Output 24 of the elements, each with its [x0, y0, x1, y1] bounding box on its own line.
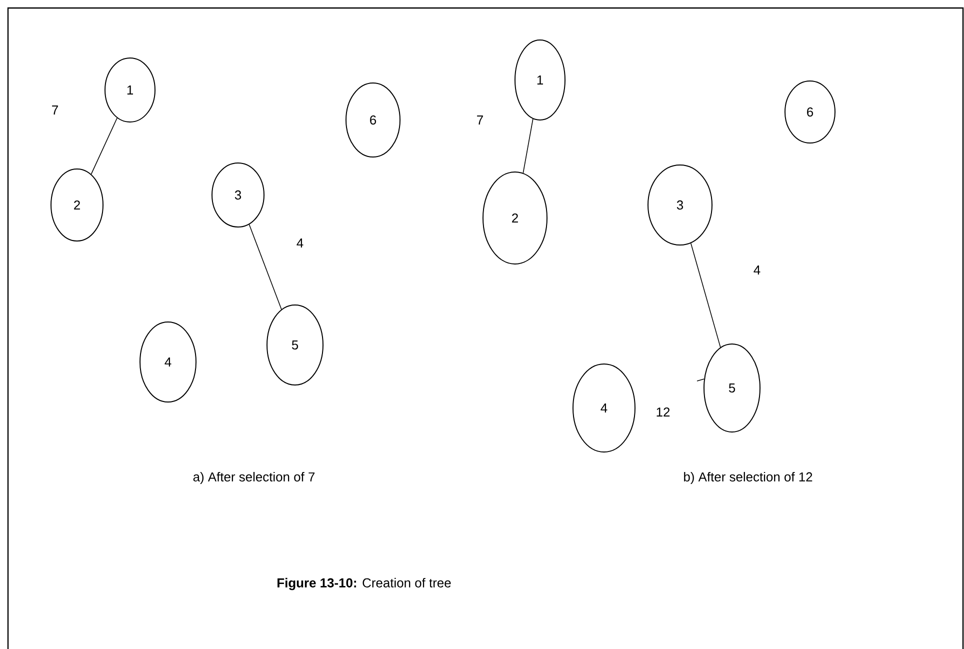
circle-node: 2	[50, 168, 104, 242]
circle-node: 1	[514, 40, 566, 120]
edge-line	[690, 242, 721, 348]
circle-node: 6	[346, 82, 400, 158]
edge-label: 4	[295, 238, 305, 248]
label: a) After selection of 7	[193, 472, 315, 484]
edge-label: 7	[50, 104, 60, 116]
circle-node: 2	[482, 172, 548, 264]
circle-node: 3	[212, 162, 264, 228]
edge-label: 4	[752, 264, 762, 276]
edge-label: 7	[475, 114, 485, 126]
circle-node: 6	[784, 80, 836, 144]
label: 12	[656, 407, 670, 417]
circle-node: 4	[572, 364, 636, 452]
edge-line	[248, 224, 282, 310]
label: b) After selection of 12	[684, 472, 812, 484]
circle-node: 4	[140, 322, 196, 402]
circle-node: 3	[648, 164, 712, 246]
circle-node: 5	[704, 344, 760, 432]
edge-line	[90, 118, 118, 175]
edge-line	[522, 118, 534, 174]
circle-node: 1	[104, 58, 156, 122]
circle-node: 5	[266, 304, 324, 386]
caption: Figure 13-10: Creation of tree	[278, 578, 451, 590]
